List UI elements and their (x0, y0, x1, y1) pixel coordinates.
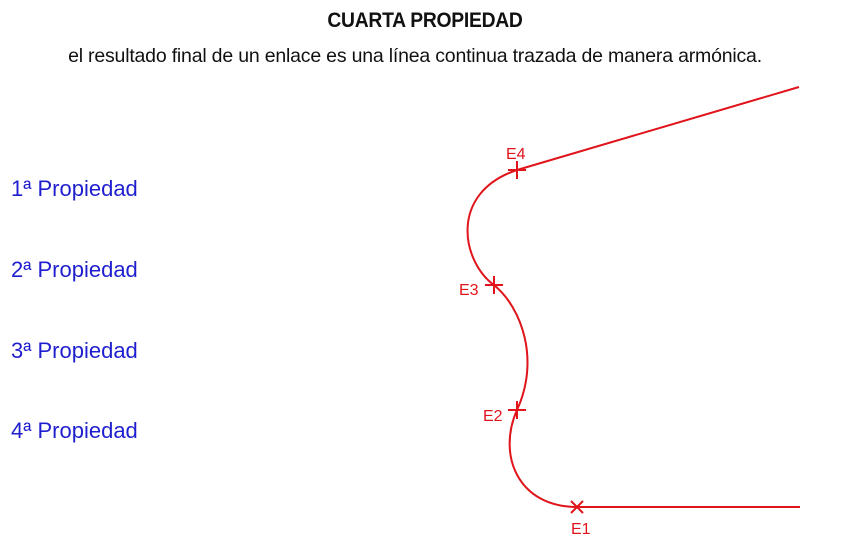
point-e3-label: E3 (459, 282, 479, 299)
arc-e3-e2 (493, 284, 529, 411)
page-subtitle: el resultado final de un enlace es una l… (68, 45, 762, 67)
point-e3-marker (485, 276, 503, 294)
nav-item-propiedad-3[interactable]: 3ª Propiedad (11, 338, 138, 363)
arc-e2-e1 (508, 409, 578, 508)
point-e4-marker (508, 161, 526, 179)
upper-line (516, 86, 800, 171)
page-title: CUARTA PROPIEDAD (327, 9, 523, 32)
point-e1-marker (570, 500, 584, 514)
nav-item-propiedad-1[interactable]: 1ª Propiedad (11, 176, 138, 201)
nav-item-propiedad-2[interactable]: 2ª Propiedad (11, 257, 138, 282)
nav-item-propiedad-4[interactable]: 4ª Propiedad (11, 418, 138, 443)
point-e2-label: E2 (483, 408, 503, 425)
point-e2-marker (508, 401, 526, 419)
point-e1-label: E1 (571, 521, 591, 538)
arc-e4-e3 (466, 169, 518, 286)
point-e4-label: E4 (506, 146, 526, 163)
